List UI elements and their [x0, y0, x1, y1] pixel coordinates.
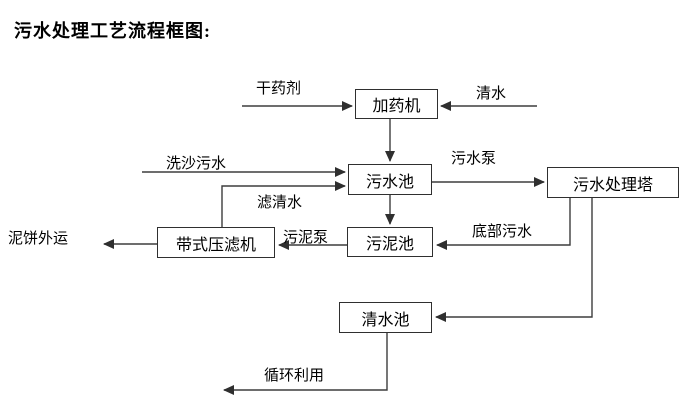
node-sludge-pool-label: 污泥池: [365, 236, 414, 253]
connector-bottom-sewage-to-sludge-pool: [436, 198, 571, 250]
node-dosing-machine-label: 加药机: [372, 98, 421, 115]
edge-label-sewage-pump: 污水泵: [451, 151, 497, 167]
edge-label-filtered-water: 滤清水: [257, 195, 303, 211]
node-sewage-pool: 污水池: [348, 164, 432, 195]
node-clean-water-pool: 清水池: [339, 302, 432, 333]
node-belt-filter-press-label: 带式压滤机: [175, 236, 256, 254]
node-treatment-tower-label: 污水处理塔: [572, 176, 653, 194]
edge-label-recycling: 循环利用: [264, 368, 325, 384]
connector-filtered-water-to-sewage-pool: [221, 181, 346, 227]
edge-label-bottom-sewage: 底部污水: [472, 224, 533, 240]
node-belt-filter-press: 带式压滤机: [157, 227, 275, 258]
edge-label-clean-water: 清水: [476, 86, 507, 102]
node-sludge-pool: 污泥池: [347, 227, 433, 257]
edge-label-sand-washing-sewage: 洗沙污水: [166, 156, 227, 172]
node-clean-water-pool-label: 清水池: [361, 311, 410, 329]
edge-label-mud-cake-out: 泥饼外运: [8, 231, 69, 247]
page-title: 污水处理工艺流程框图:: [14, 21, 211, 41]
connector-recycling-out: [223, 333, 388, 395]
connector-tower-to-clean-water-pool: [435, 198, 593, 322]
edge-label-sludge-pump: 污泥泵: [283, 230, 329, 246]
node-treatment-tower: 污水处理塔: [547, 167, 679, 198]
edge-label-dry-agent: 干药剂: [256, 81, 302, 97]
node-sewage-pool-label: 污水池: [365, 173, 414, 191]
node-dosing-machine: 加药机: [355, 89, 438, 119]
